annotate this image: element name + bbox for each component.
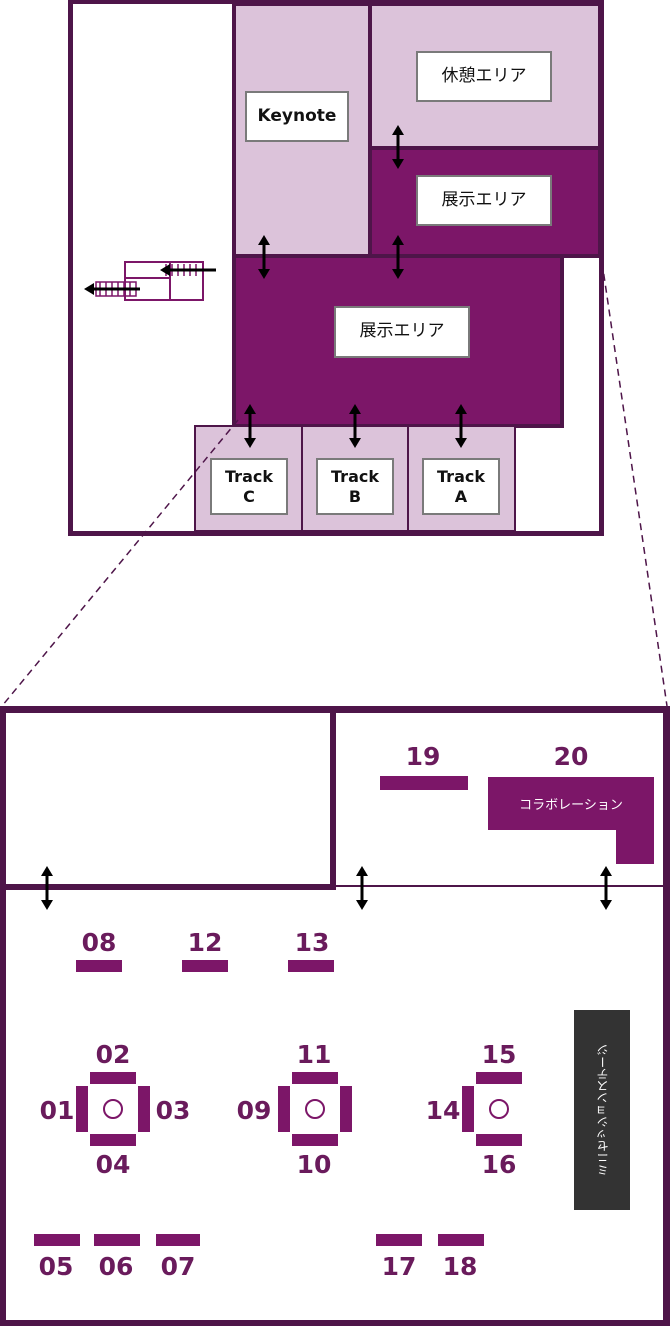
booth-14-number: 14	[425, 1096, 461, 1125]
booth-12-number: 12	[187, 928, 223, 957]
booth-09-number: 09	[236, 1096, 272, 1125]
booth-01	[76, 1086, 88, 1132]
booth-17-number: 17	[381, 1252, 417, 1281]
exhibit-main-label: 展示エリア	[334, 306, 470, 358]
detail-overlay	[41, 866, 664, 910]
track-a-label: Track A	[422, 458, 500, 515]
zoom-line-right	[601, 261, 668, 707]
track-a-text-line2: A	[454, 486, 468, 506]
booth-19	[380, 776, 468, 790]
booth-14	[462, 1086, 474, 1132]
table-circle-icon	[305, 1099, 325, 1119]
overview-overlay	[1, 123, 668, 707]
mini-session-stage: ミニセッションステージ	[574, 1010, 630, 1210]
collaboration-booth-extension	[616, 826, 654, 864]
booth-16-number: 16	[481, 1150, 517, 1179]
keynote-text: Keynote	[257, 105, 337, 126]
track-c-label: Track C	[210, 458, 288, 515]
keynote-label: Keynote	[245, 91, 349, 142]
overview-map: Keynote 休憩エリア 展示エリア 展示エリア Track C Track …	[0, 0, 670, 707]
booth-18	[438, 1234, 484, 1246]
booth-08-number: 08	[81, 928, 117, 957]
track-b-text-line2: B	[348, 486, 362, 506]
track-b-label: Track B	[316, 458, 394, 515]
booth-04	[90, 1134, 136, 1146]
rest-area-text: 休憩エリア	[441, 65, 527, 86]
booth-19-number: 19	[405, 742, 441, 771]
booth-06-number: 06	[98, 1252, 134, 1281]
double-arrow-icon	[347, 402, 363, 450]
booth-08	[76, 960, 122, 972]
booth-03	[138, 1086, 150, 1132]
double-arrow-icon	[256, 233, 272, 281]
table-circle-icon	[489, 1099, 509, 1119]
zoom-line-left	[1, 419, 239, 707]
collaboration-label: コラボレーション	[519, 798, 623, 813]
booth-05-number: 05	[38, 1252, 74, 1281]
booth-07	[156, 1234, 200, 1246]
booth-13	[288, 960, 334, 972]
booth-12	[182, 960, 228, 972]
mini-session-stage-label: ミニセッションステージ	[595, 1044, 610, 1176]
booth-04-number: 04	[95, 1150, 131, 1179]
booth-02	[90, 1072, 136, 1084]
collaboration-booth: コラボレーション	[488, 777, 654, 830]
booth-03-number: 03	[155, 1096, 191, 1125]
double-arrow-icon	[453, 402, 469, 450]
detail-map: 19 20 コラボレーション 08 12 13 02 04 01 03 11 1…	[0, 706, 670, 1326]
double-arrow-icon	[242, 402, 258, 450]
booth-10-number: 10	[296, 1150, 332, 1179]
stairs-icon	[84, 261, 216, 301]
track-c-text-line1: Track	[225, 466, 273, 486]
track-b-text-line1: Track	[331, 466, 379, 486]
detail-upper-left-room	[0, 706, 336, 890]
track-a-text-line1: Track	[437, 466, 485, 486]
booth-13-number: 13	[294, 928, 330, 957]
booth-02-number: 02	[95, 1040, 131, 1069]
booth-09	[278, 1086, 290, 1132]
track-c-text-line2: C	[243, 486, 255, 506]
double-arrow-icon	[41, 866, 53, 910]
booth-05	[34, 1234, 80, 1246]
booth-17	[376, 1234, 422, 1246]
booth-15	[476, 1072, 522, 1084]
double-arrow-icon	[390, 233, 406, 281]
double-arrow-icon	[600, 866, 612, 910]
double-arrow-icon	[356, 866, 368, 910]
booth-20-number: 20	[553, 742, 589, 771]
booth-16	[476, 1134, 522, 1146]
booth-15-number: 15	[481, 1040, 517, 1069]
rest-area-label: 休憩エリア	[416, 51, 552, 102]
double-arrow-icon	[390, 123, 406, 171]
booth-10	[292, 1134, 338, 1146]
booth-06	[94, 1234, 140, 1246]
booth-09-side	[340, 1086, 352, 1132]
booth-01-number: 01	[39, 1096, 75, 1125]
table-circle-icon	[103, 1099, 123, 1119]
booth-11-number: 11	[296, 1040, 332, 1069]
exhibit-main-text: 展示エリア	[359, 321, 445, 342]
exhibit-upper-text: 展示エリア	[441, 189, 527, 210]
booth-11	[292, 1072, 338, 1084]
booth-18-number: 18	[442, 1252, 478, 1281]
booth-07-number: 07	[160, 1252, 196, 1281]
exhibit-upper-label: 展示エリア	[416, 175, 552, 226]
